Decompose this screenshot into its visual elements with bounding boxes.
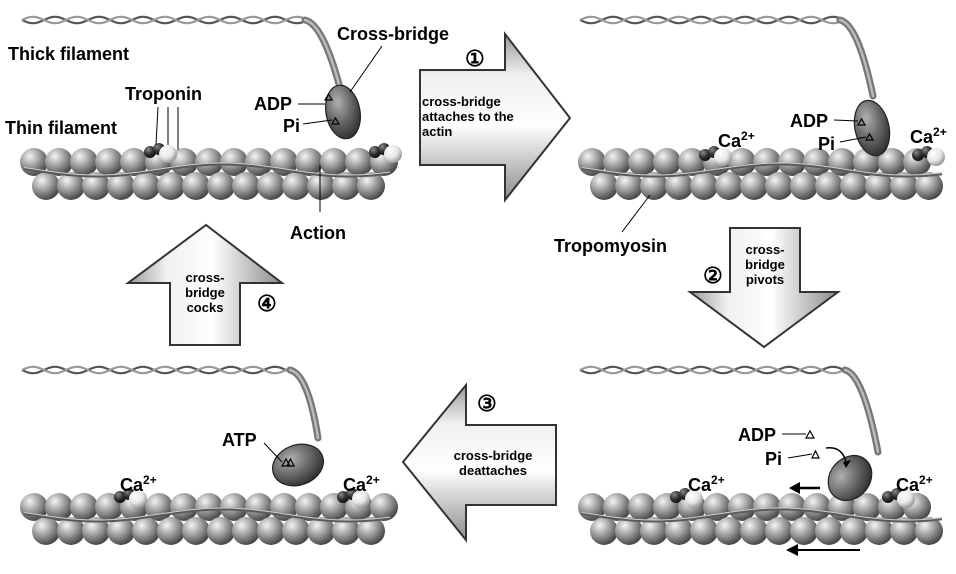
step-3-number: ③ [477,391,497,416]
pivot-arc-head [843,460,851,468]
panel-4-cocked [20,365,398,545]
adp-label-panel3: ADP [738,425,777,445]
troponin-complex [699,146,732,166]
calcium-label-panel2-left: Ca2+ [718,129,755,151]
panel-1-relaxed [20,15,402,200]
thin-filament [20,148,398,200]
troponin-complex [114,488,147,508]
atp-label: ATP [222,430,257,450]
thick-filament [579,365,882,456]
thick-filament [579,15,877,100]
arrow-step-3 [401,382,557,543]
arrow-step-4 [124,223,285,346]
pi-label-panel3: Pi [765,449,783,469]
myosin-head [827,454,873,502]
step-2-number: ② [703,263,723,288]
calcium-label-panel3-right: Ca2+ [896,473,933,495]
myosin-head [853,99,891,157]
action-label: Action [290,223,346,243]
cross-bridge-label: Cross-bridge [337,24,450,44]
calcium-label-panel4-right: Ca2+ [343,473,380,495]
arrow-step-2 [686,227,842,349]
phosphate-markers [280,92,875,467]
panel-2-attached [578,15,945,200]
arrow-step-1 [419,31,572,203]
thick-filament [21,365,322,442]
movement-arrows [786,482,860,556]
myosin-head [325,84,361,140]
step-4-number: ④ [257,291,277,316]
thin-filament [578,493,943,545]
troponin-complex [369,143,402,163]
step-1-number: ① [465,46,485,71]
thin-filament-label: Thin filament [5,118,117,138]
pi-label-panel1: Pi [283,116,301,136]
adp-label-panel1: ADP [254,94,293,114]
tropomyosin-label: Tropomyosin [554,236,668,256]
adp-label-panel2: ADP [790,111,829,131]
myosin-head [272,443,324,487]
calcium-label-panel2-right: Ca2+ [910,125,947,147]
thick-filament-label: Thick filament [8,44,130,64]
panel-3-pivoted [578,365,943,545]
troponin-complex [882,488,915,508]
calcium-label-panel4-left: Ca2+ [120,473,157,495]
leader-lines [155,45,867,463]
pi-label-panel2: Pi [818,134,836,154]
thick-filament [21,15,344,92]
troponin-complex [337,488,370,508]
thin-filament [20,493,398,545]
calcium-label-panel3-left: Ca2+ [688,473,725,495]
pivot-arc [825,447,847,463]
troponin-complex [670,488,703,508]
troponin-label: Troponin [125,84,202,104]
troponin-complex [144,143,177,163]
troponin-complex [912,146,945,166]
thin-filament [578,148,943,200]
